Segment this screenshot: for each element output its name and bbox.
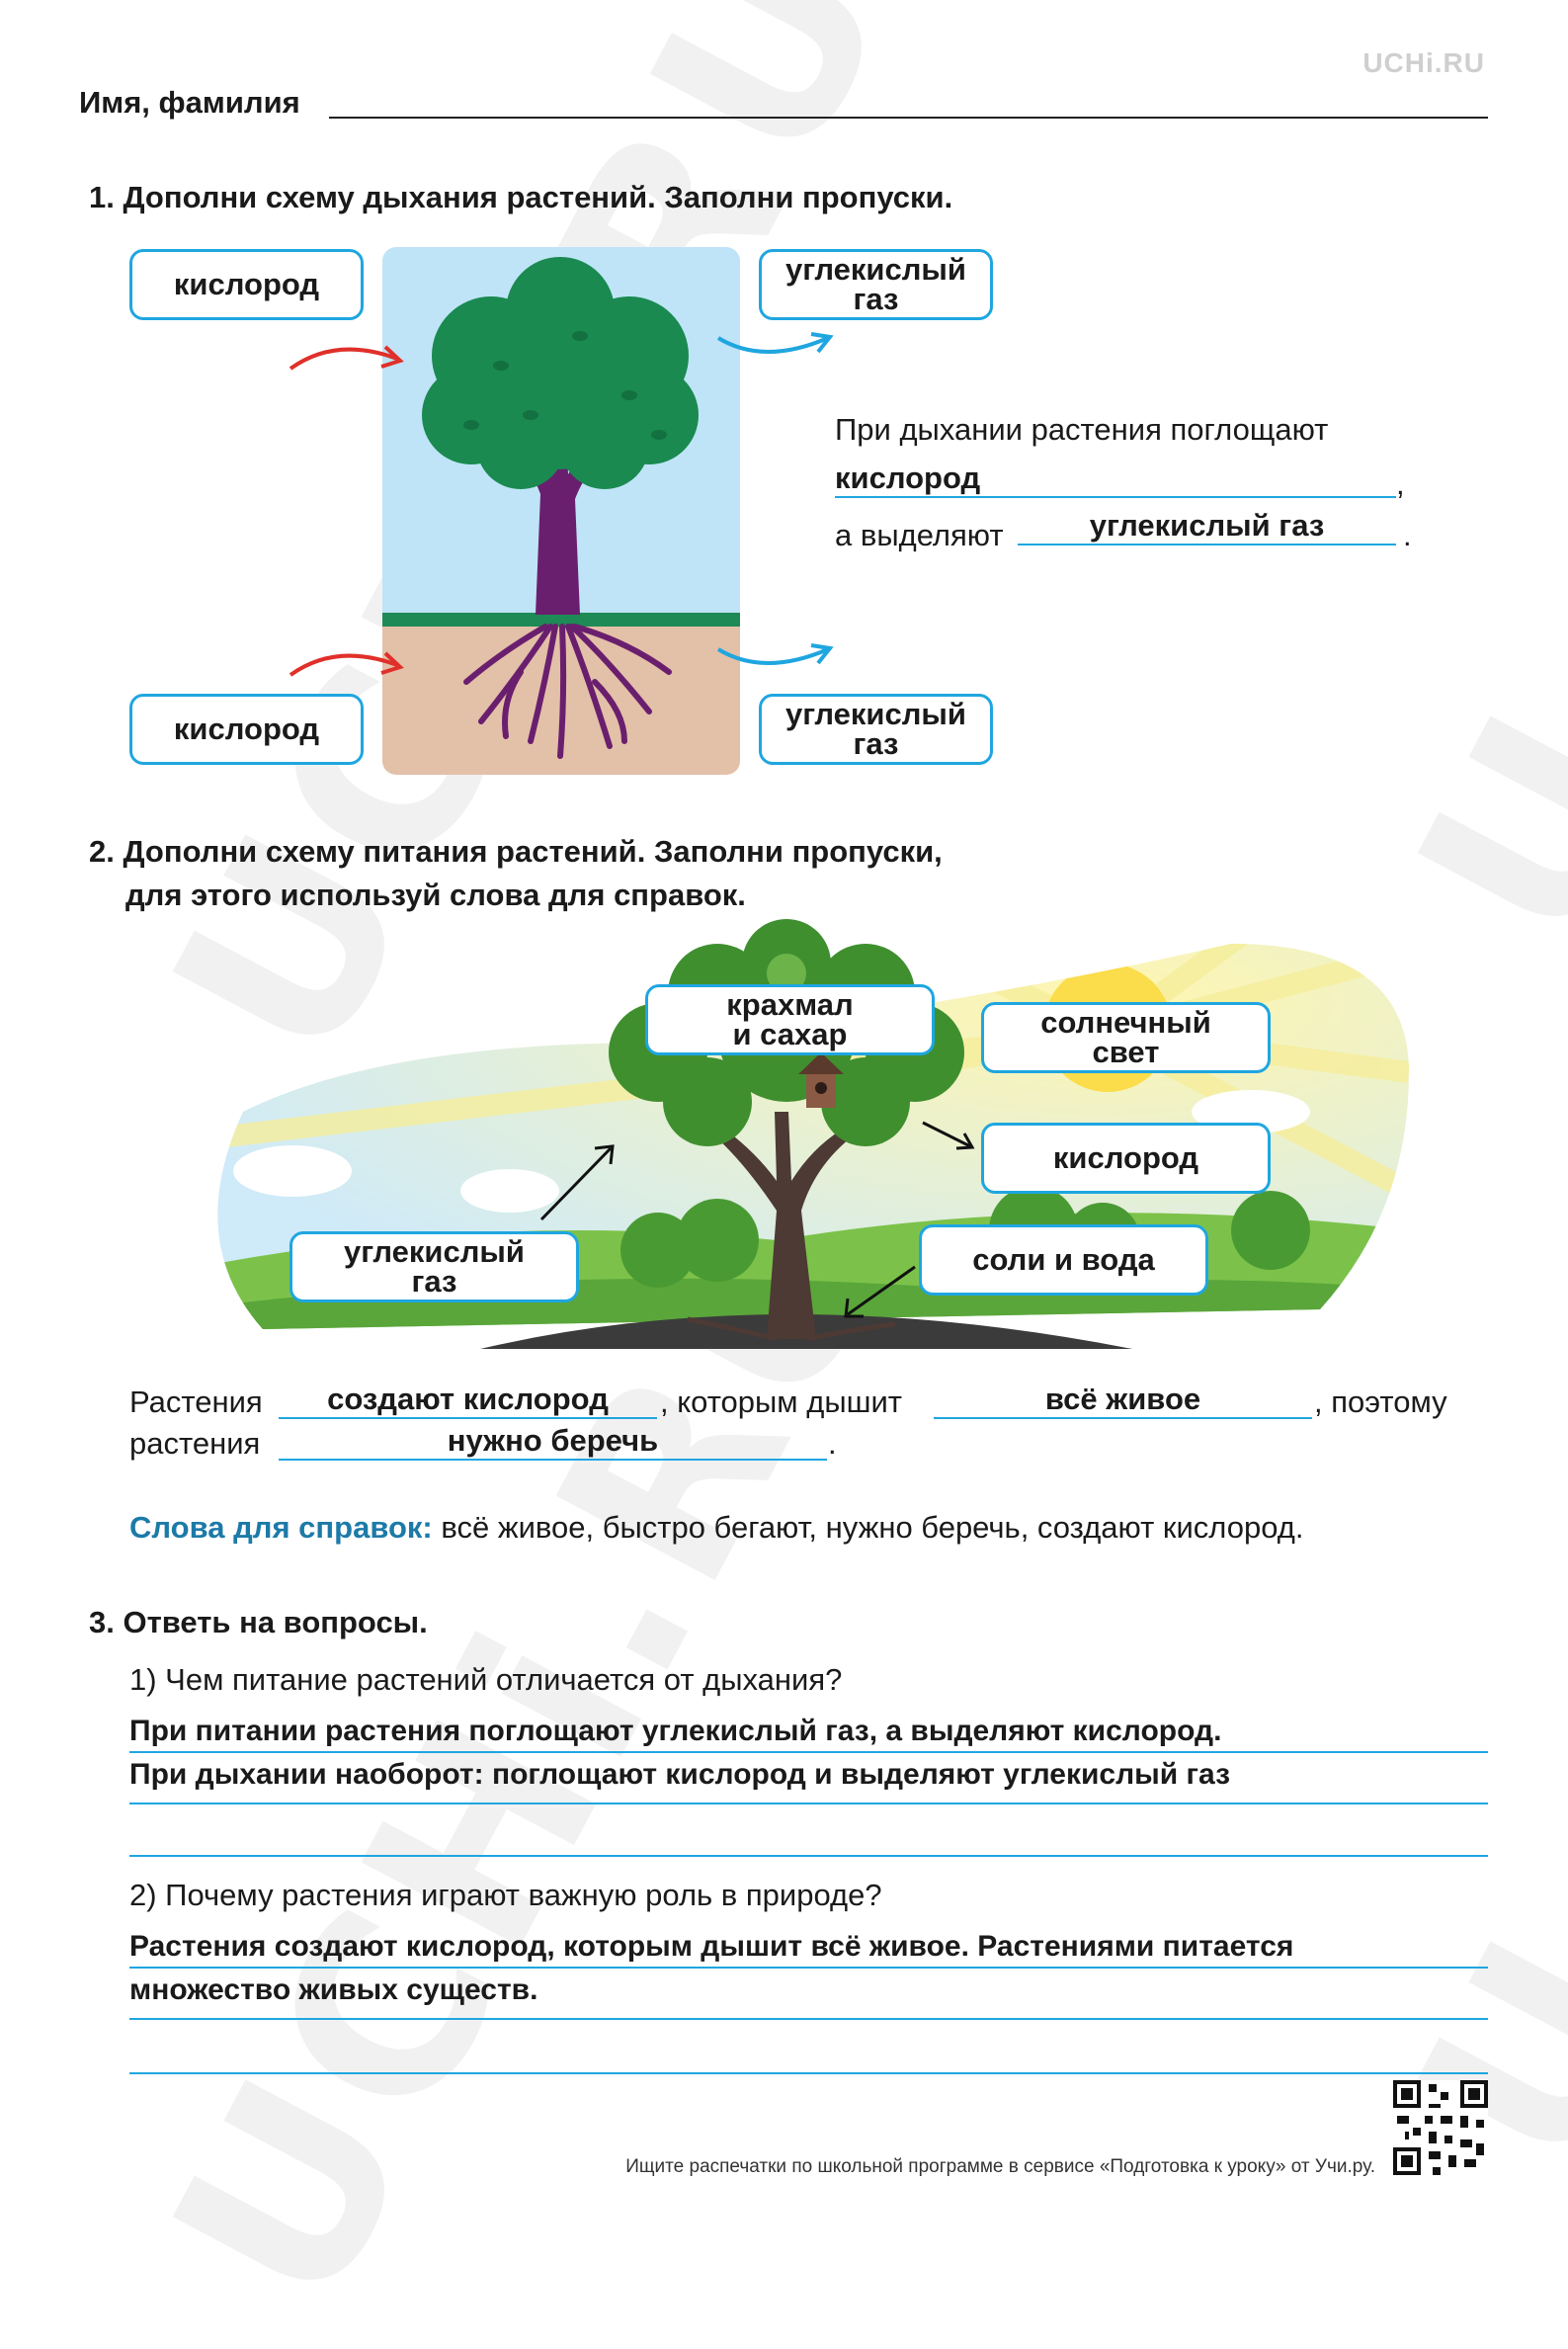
task3-title: 3. Ответь на вопросы. [89, 1605, 428, 1639]
arrow-in-top [289, 345, 404, 371]
nutrition-box-label: углекислый [344, 1234, 525, 1269]
nutrition-box-starch: крахмал и сахар [645, 984, 935, 1055]
sentence-word: , которым дышит [660, 1384, 902, 1419]
breath-answer-absorb[interactable]: кислород [835, 461, 1396, 498]
footer-text: Ищите распечатки по школьной программе в… [625, 2156, 1375, 2177]
nutrition-box-label: газ [411, 1264, 457, 1299]
brand-logo: UCHi.RU [1362, 47, 1485, 78]
qr-code[interactable] [1393, 2080, 1488, 2175]
task2-title-line1: 2. Дополни схему питания растений. Запол… [89, 834, 943, 869]
breath-answer-emit[interactable]: углекислый газ [1018, 508, 1396, 545]
breathing-tree-illustration [382, 247, 740, 775]
breath-box-top-left: кислород [129, 249, 364, 320]
breath-sentence-mid: а выделяют [835, 518, 1004, 552]
sentence-word: . [828, 1426, 837, 1461]
answer-line [129, 1751, 1488, 1753]
sentence-word: растения [129, 1426, 261, 1461]
breath-box-label: кислород [173, 712, 320, 746]
help-words: Слова для справок: всё живое, быстро бег… [129, 1508, 1303, 1548]
nutrition-box-label: соли и вода [972, 1242, 1155, 1277]
nutrition-box-label: крахмал [726, 987, 854, 1022]
breath-box-label: кислород [173, 267, 320, 301]
task1-title: 1. Дополни схему дыхания растений. Запол… [89, 180, 953, 214]
breath-box-bottom-left: кислород [129, 694, 364, 765]
answer-line [129, 1855, 1488, 1857]
breath-box-label: газ [853, 282, 899, 316]
name-label: Имя, фамилия [79, 85, 300, 120]
arrow-salts-in [844, 1265, 916, 1318]
answer-line [129, 2072, 1488, 2074]
sentence-word: Растения [129, 1384, 263, 1419]
breath-box-bottom-right: углекислый газ [759, 694, 993, 765]
question-2: 2) Почему растения играют важную роль в … [129, 1878, 882, 1912]
nutrition-box-oxygen: кислород [981, 1123, 1271, 1194]
nutrition-box-label: кислород [1052, 1140, 1199, 1175]
sentence-fill-living[interactable]: всё живое [934, 1382, 1312, 1419]
nutrition-box-salts: соли и вода [919, 1224, 1208, 1296]
answer-1-line2[interactable]: При дыхании наоборот: поглощают кислород… [129, 1758, 1231, 1791]
answer-2-line1[interactable]: Растения создают кислород, которым дышит… [129, 1930, 1294, 1963]
breath-box-top-right: углекислый газ [759, 249, 993, 320]
breath-box-label: углекислый [785, 252, 966, 287]
task2-title-line2: для этого используй слова для справок. [125, 878, 746, 912]
nutrition-box-label: и сахар [732, 1017, 848, 1051]
nutrition-box-sunlight: солнечный свет [981, 1002, 1271, 1073]
answer-line [129, 1967, 1488, 1969]
nutrition-box-label: солнечный [1040, 1005, 1211, 1040]
answer-1-line1[interactable]: При питании растения поглощают углекислы… [129, 1715, 1222, 1747]
breath-box-label: газ [853, 726, 899, 761]
arrow-co2-in [539, 1144, 615, 1221]
help-label: Слова для справок: [129, 1510, 433, 1545]
question-1: 1) Чем питание растений отличается от ды… [129, 1662, 843, 1697]
sentence-word: , поэтому [1314, 1384, 1447, 1419]
arrow-oxygen-out [922, 1121, 975, 1150]
nutrition-box-label: свет [1092, 1035, 1160, 1069]
arrow-out-bottom [716, 643, 834, 665]
sentence-fill-protect[interactable]: нужно беречь [279, 1423, 827, 1461]
name-input-line[interactable] [329, 117, 1488, 119]
answer-line [129, 2018, 1488, 2020]
sentence-fill-creates[interactable]: создают кислород [279, 1382, 657, 1419]
arrow-in-bottom [289, 651, 404, 677]
answer-line [129, 1803, 1488, 1804]
arrow-out-top [716, 332, 834, 354]
breath-sentence-start: При дыхании растения поглощают [835, 412, 1329, 447]
help-list: всё живое, быстро бегают, нужно беречь, … [432, 1510, 1304, 1545]
comma: , [1396, 466, 1405, 501]
period: . [1403, 518, 1412, 552]
nutrition-box-co2: углекислый газ [289, 1231, 579, 1302]
breath-box-label: углекислый [785, 697, 966, 731]
answer-2-line2[interactable]: множество живых существ. [129, 1973, 538, 2006]
